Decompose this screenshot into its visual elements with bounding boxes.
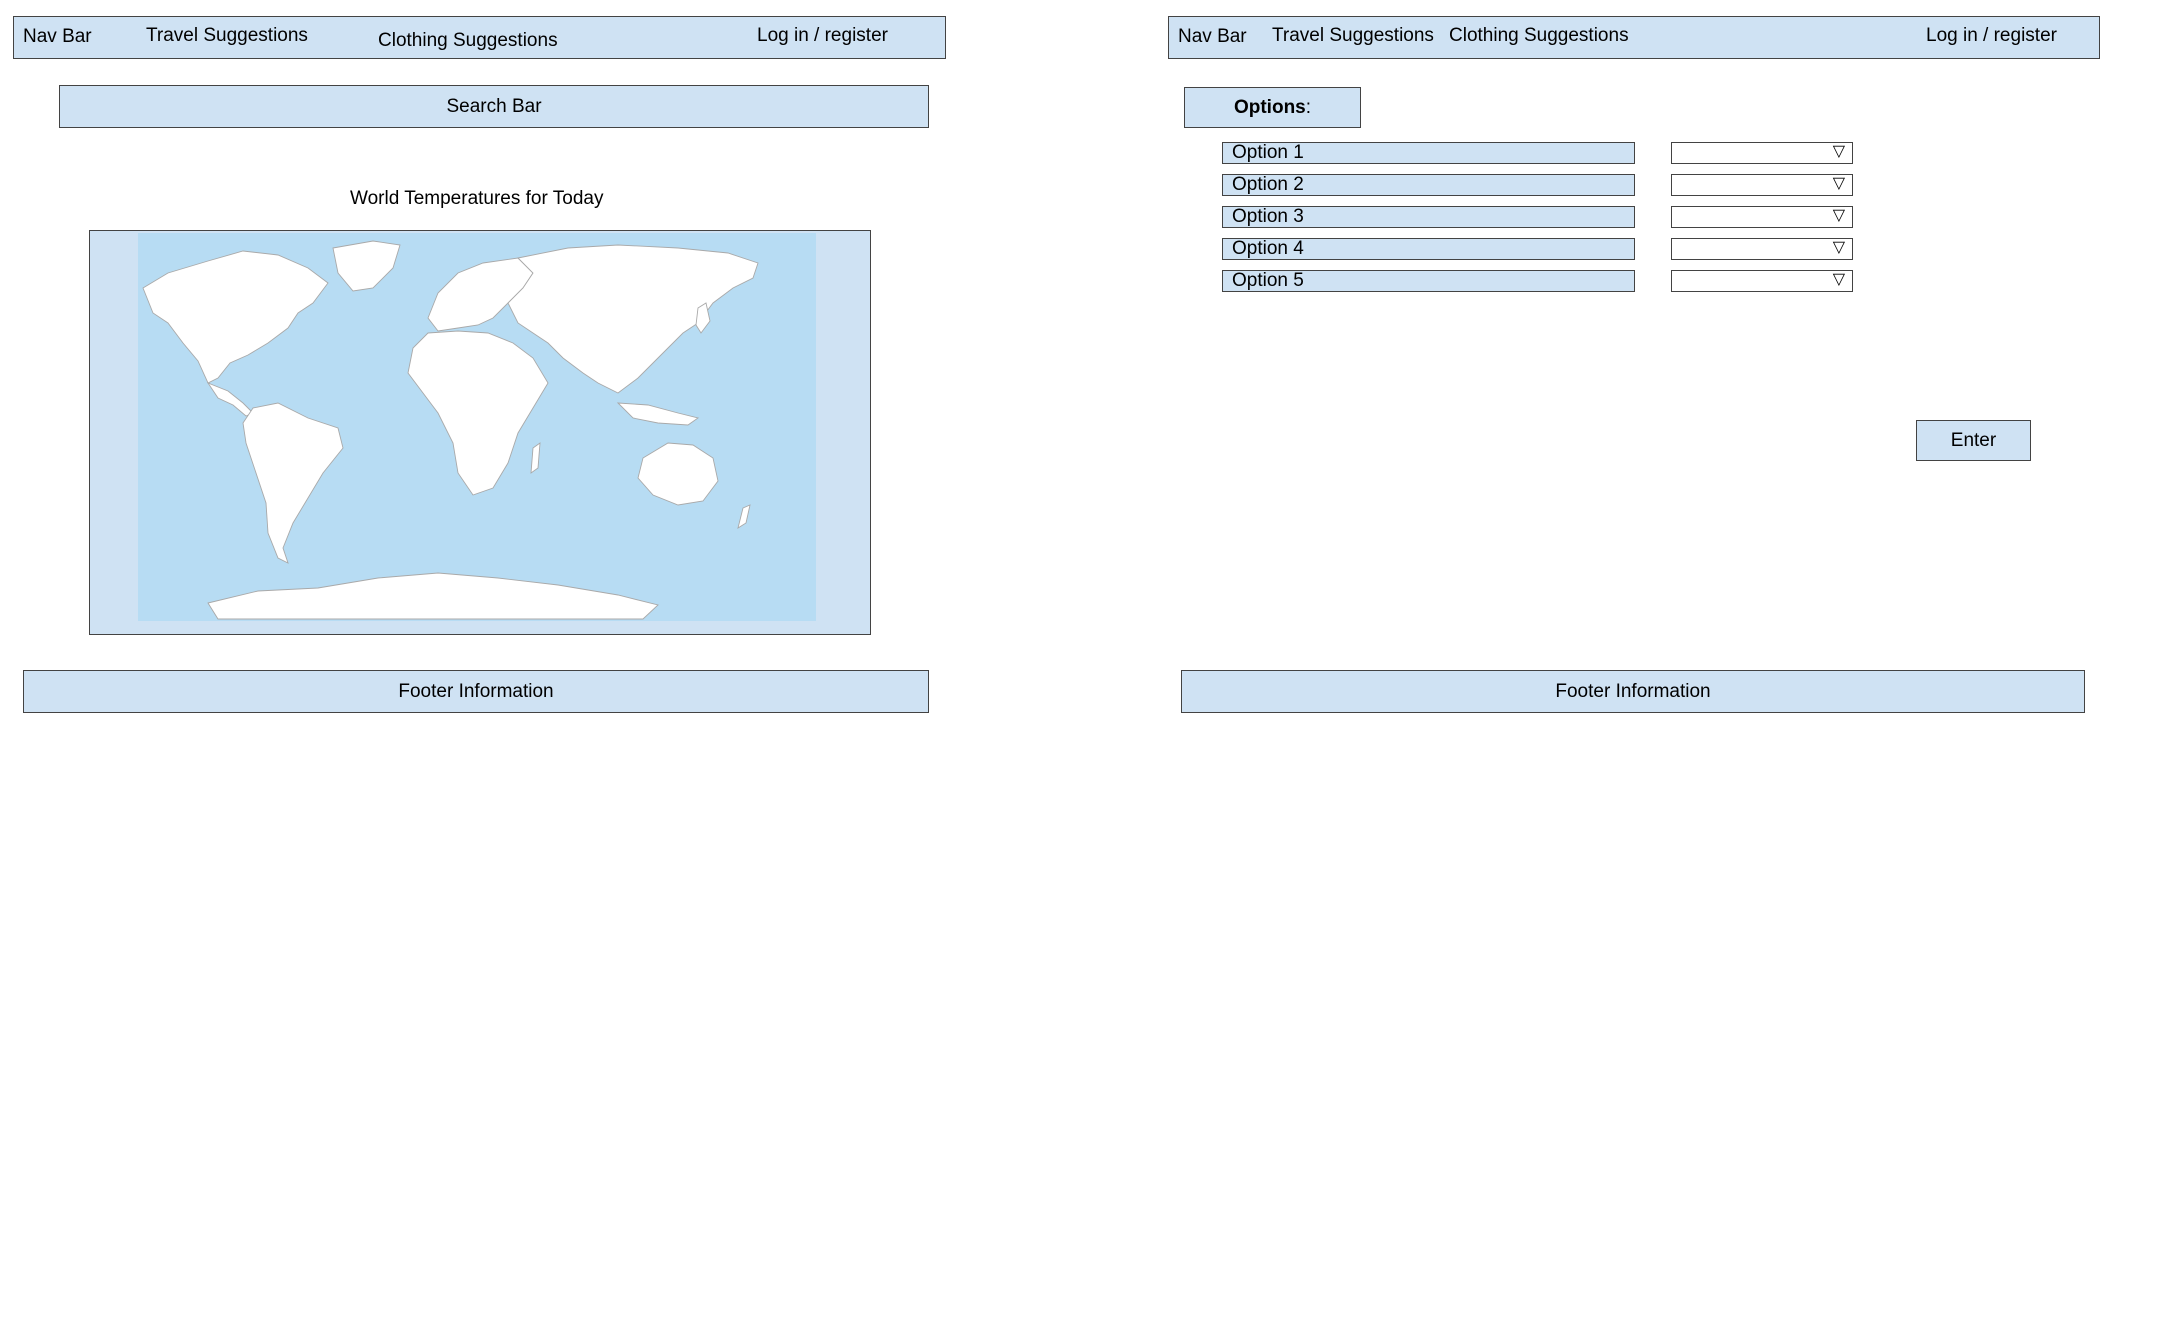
options-heading: Options:: [1184, 87, 1361, 128]
world-temperature-map[interactable]: [89, 230, 871, 635]
right-nav-login-link[interactable]: Log in / register: [1926, 25, 2057, 46]
chevron-down-icon: ▽: [1832, 239, 1845, 256]
antarctica-shape: [207, 572, 659, 620]
left-nav-bar: [13, 16, 946, 59]
chevron-down-icon: ▽: [1832, 175, 1845, 192]
right-nav-brand[interactable]: Nav Bar: [1178, 26, 1247, 47]
options-heading-label: Options: [1233, 96, 1306, 118]
option-2-dropdown[interactable]: ▽: [1671, 174, 1853, 196]
right-footer: Footer Information: [1181, 670, 2085, 713]
map-ocean: [138, 233, 816, 621]
left-nav-brand[interactable]: Nav Bar: [23, 26, 92, 47]
option-4-dropdown[interactable]: ▽: [1671, 238, 1853, 260]
right-nav-bar: [1168, 16, 2100, 59]
japan-shape: [695, 302, 711, 334]
map-title: World Temperatures for Today: [350, 188, 604, 209]
africa-shape: [407, 330, 549, 496]
option-2-label: Option 2: [1222, 174, 1635, 196]
north-america-shape: [142, 250, 329, 384]
greenland-shape: [332, 240, 401, 292]
left-nav-travel-link[interactable]: Travel Suggestions: [146, 25, 308, 46]
southeast-asia-islands-shape: [616, 402, 700, 426]
search-bar[interactable]: Search Bar: [59, 85, 929, 128]
chevron-down-icon: ▽: [1832, 143, 1845, 160]
option-3-label: Option 3: [1222, 206, 1635, 228]
right-nav-travel-link[interactable]: Travel Suggestions: [1272, 25, 1434, 46]
right-nav-clothing-link[interactable]: Clothing Suggestions: [1449, 25, 1629, 46]
australia-shape: [637, 442, 719, 506]
option-1-dropdown[interactable]: ▽: [1671, 142, 1853, 164]
madagascar-shape: [530, 442, 541, 474]
world-map-icon: [142, 240, 759, 620]
option-5-label: Option 5: [1222, 270, 1635, 292]
options-heading-colon: :: [1305, 96, 1312, 118]
option-5-dropdown[interactable]: ▽: [1671, 270, 1853, 292]
left-nav-login-link[interactable]: Log in / register: [757, 25, 888, 46]
chevron-down-icon: ▽: [1832, 207, 1845, 224]
central-america-shape: [206, 382, 254, 417]
left-footer: Footer Information: [23, 670, 929, 713]
option-4-label: Option 4: [1222, 238, 1635, 260]
asia-shape: [507, 244, 759, 394]
enter-button[interactable]: Enter: [1916, 420, 2031, 461]
left-nav-clothing-link[interactable]: Clothing Suggestions: [378, 30, 558, 51]
south-america-shape: [242, 402, 344, 564]
chevron-down-icon: ▽: [1832, 271, 1845, 288]
new-zealand-shape: [737, 504, 751, 529]
option-3-dropdown[interactable]: ▽: [1671, 206, 1853, 228]
option-1-label: Option 1: [1222, 142, 1635, 164]
